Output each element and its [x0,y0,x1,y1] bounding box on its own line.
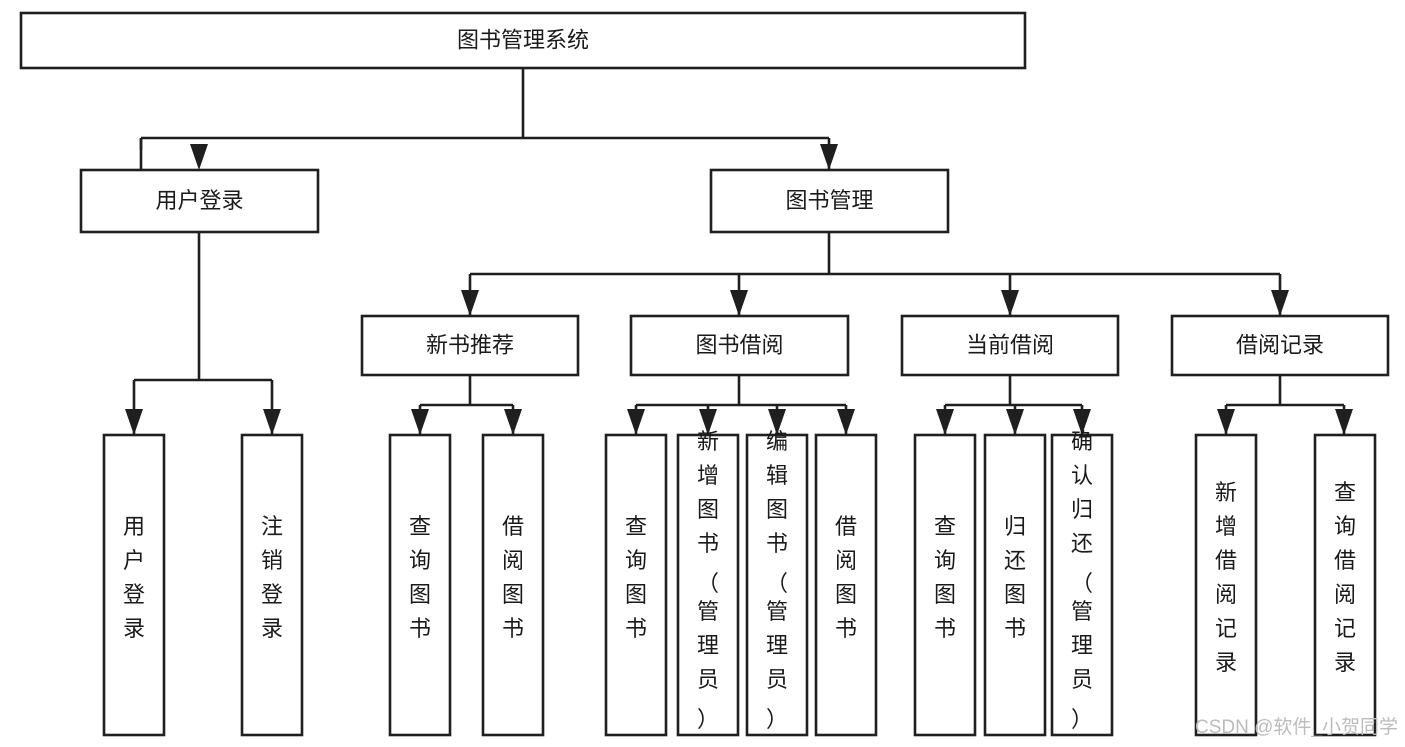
node-box [240,433,304,737]
connector-bus-root [141,68,829,140]
node-label: 新增借阅记录 [1215,480,1237,675]
arrowhead-layer [125,144,1353,435]
node-box [814,433,878,737]
node-label: 借阅图书 [502,514,524,641]
node-current-borrow[interactable]: 当前借阅 [900,314,1120,377]
arrow-head-icon [1217,409,1235,435]
connector-bus-new-book-rec [420,375,513,407]
node-label: 图书管理 [785,188,873,213]
node-label: 用户登录 [155,188,243,213]
node-leaf-query-book-2[interactable]: 查询图书 [604,433,668,737]
arrow-head-icon [504,409,522,435]
node-box [604,433,668,737]
node-box [913,433,977,737]
node-leaf-return-book[interactable]: 归还图书 [983,433,1047,737]
node-leaf-borrow-book-2[interactable]: 借阅图书 [814,433,878,737]
node-leaf-add-book[interactable]: 新增图书（管理员） [676,429,740,737]
node-label: 图书借阅 [695,332,783,357]
node-box [983,433,1047,737]
node-box [79,168,320,234]
node-leaf-query-record[interactable]: 查询借阅记录 [1313,433,1377,737]
connector-layer [132,68,1346,435]
arrow-head-icon [820,144,838,170]
node-book-manage[interactable]: 图书管理 [709,168,950,234]
node-box [1170,314,1390,377]
arrow-head-icon [190,144,208,170]
node-label: 编辑图书（管理员） [766,429,788,732]
node-user-login[interactable]: 用户登录 [79,168,320,234]
node-box [1313,433,1377,737]
connector-bus-book-borrow [636,375,846,407]
arrow-head-icon [1335,409,1353,435]
node-leaf-query-book-3[interactable]: 查询图书 [913,433,977,737]
node-label: 用户登录 [123,514,145,641]
arrow-head-icon [627,409,645,435]
node-label: 查询借阅记录 [1334,480,1356,675]
arrow-head-icon [1006,409,1024,435]
arrow-head-icon [411,409,429,435]
node-label: 查询图书 [409,514,431,641]
arrow-head-icon [768,409,786,435]
node-label: 确认归还（管理员） [1071,429,1093,732]
node-box [360,314,580,377]
node-book-borrow[interactable]: 图书借阅 [629,314,850,377]
node-leaf-borrow-book-1[interactable]: 借阅图书 [481,433,545,737]
node-borrow-record[interactable]: 借阅记录 [1170,314,1390,377]
node-box [1194,433,1258,737]
node-box [745,433,809,737]
node-leaf-query-book-1[interactable]: 查询图书 [388,433,452,737]
node-leaf-user-login[interactable]: 用户登录 [102,433,166,737]
node-label: 图书管理系统 [457,27,589,52]
node-new-book-rec[interactable]: 新书推荐 [360,314,580,377]
node-box [19,11,1027,70]
arrow-head-icon [837,409,855,435]
node-label: 归还图书 [1004,514,1026,641]
node-box [1050,433,1114,737]
arrow-head-icon [263,409,281,435]
node-box [481,433,545,737]
csdn-watermark: CSDN @软件_小贺同学 [1195,716,1398,738]
arrow-head-icon [1001,290,1019,316]
node-box [900,314,1120,377]
node-box [388,433,452,737]
node-box [676,433,740,737]
connector-bus-book-manage [470,232,1280,276]
node-leaf-confirm-return[interactable]: 确认归还（管理员） [1050,429,1114,737]
node-box [102,433,166,737]
arrow-head-icon [699,409,717,435]
arrow-head-icon [730,290,748,316]
node-label: 查询图书 [625,514,647,641]
node-box [629,314,850,377]
arrow-head-icon [936,409,954,435]
node-label: 注销登录 [261,514,283,641]
arrow-head-icon [1271,290,1289,316]
node-label: 当前借阅 [966,332,1054,357]
node-label: 查询图书 [934,514,956,641]
node-label: 借阅图书 [835,514,857,641]
node-layer: 图书管理系统用户登录图书管理新书推荐图书借阅当前借阅借阅记录用户登录注销登录查询… [19,11,1390,737]
watermark-layer: CSDN @软件_小贺同学 [1195,716,1398,738]
connector-bus-current-borrow [945,375,1082,407]
node-label: 借阅记录 [1236,332,1324,357]
node-box [709,168,950,234]
node-root[interactable]: 图书管理系统 [19,11,1027,70]
node-leaf-user-logout[interactable]: 注销登录 [240,433,304,737]
connector-bus-user-login [134,232,272,382]
arrow-head-icon [1073,409,1091,435]
node-label: 新增图书（管理员） [697,429,719,732]
node-leaf-add-record[interactable]: 新增借阅记录 [1194,433,1258,737]
arrow-head-icon [461,290,479,316]
node-label: 新书推荐 [426,332,514,357]
arrow-head-icon [125,409,143,435]
node-leaf-edit-book[interactable]: 编辑图书（管理员） [745,429,809,737]
connector-bus-borrow-record [1226,375,1344,407]
